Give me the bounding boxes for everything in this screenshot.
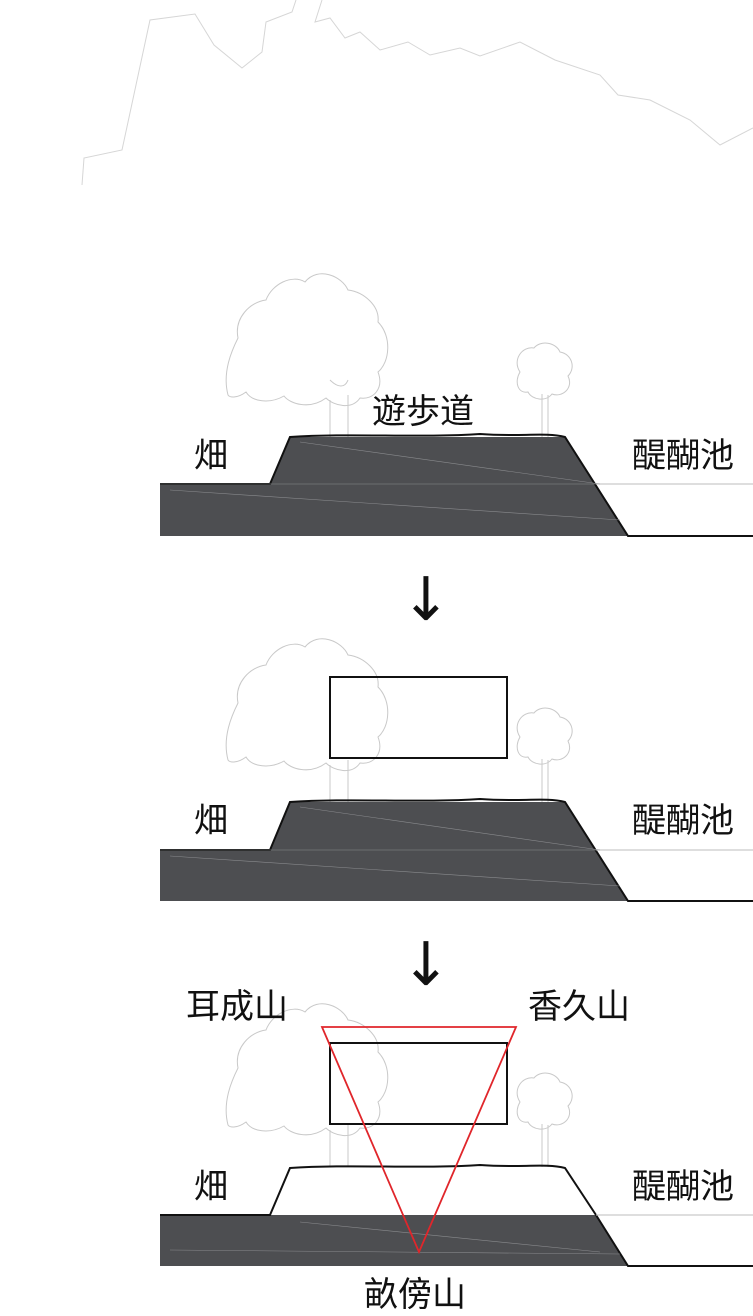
panel-3: 畑 醍醐池 耳成山 香久山 畝傍山: [160, 987, 753, 1315]
field-label: 畑: [194, 436, 228, 476]
ground-section: [160, 802, 628, 901]
ground-section: [160, 1215, 628, 1266]
small-tree-sketch: [516, 707, 573, 802]
pond-label: 醍醐池: [632, 801, 734, 841]
path-label: 遊歩道: [372, 392, 474, 432]
ground-outline: [160, 797, 753, 902]
arrow-glyph: ↓: [401, 565, 451, 635]
mountain-label-miminashi: 耳成山: [186, 987, 288, 1027]
panel-1: 畑 醍醐池 遊歩道: [160, 273, 753, 537]
strata-lines: [169, 1221, 621, 1255]
strata-lines: [160, 441, 621, 521]
pond-label: 醍醐池: [632, 1167, 734, 1207]
field-label: 畑: [194, 1167, 228, 1207]
large-tree-sketch: [225, 1003, 389, 1167]
pond-label: 醍醐池: [632, 436, 734, 476]
large-tree-sketch: [225, 638, 389, 802]
sightline-triangle: [320, 1026, 518, 1255]
down-arrow-1: ↓: [401, 565, 451, 635]
down-arrow-2: ↓: [401, 930, 451, 1000]
ground-outline: [160, 432, 753, 537]
viewing-platform-box: [329, 676, 508, 759]
arrow-glyph: ↓: [401, 930, 451, 1000]
small-tree-sketch: [516, 1072, 573, 1167]
mountain-skyline-sketch: [81, 0, 753, 186]
mountain-label-unebi: 畝傍山: [364, 1275, 466, 1315]
strata-lines: [160, 806, 621, 887]
viewing-platform-box: [329, 1042, 508, 1125]
panel-2: 畑 醍醐池: [160, 638, 753, 902]
embankment-outline: [160, 1163, 753, 1267]
large-tree-sketch: [225, 273, 389, 437]
field-label: 畑: [194, 801, 228, 841]
mountain-label-kagu: 香久山: [528, 987, 630, 1027]
small-tree-sketch: [516, 342, 573, 437]
ground-section: [160, 437, 628, 536]
